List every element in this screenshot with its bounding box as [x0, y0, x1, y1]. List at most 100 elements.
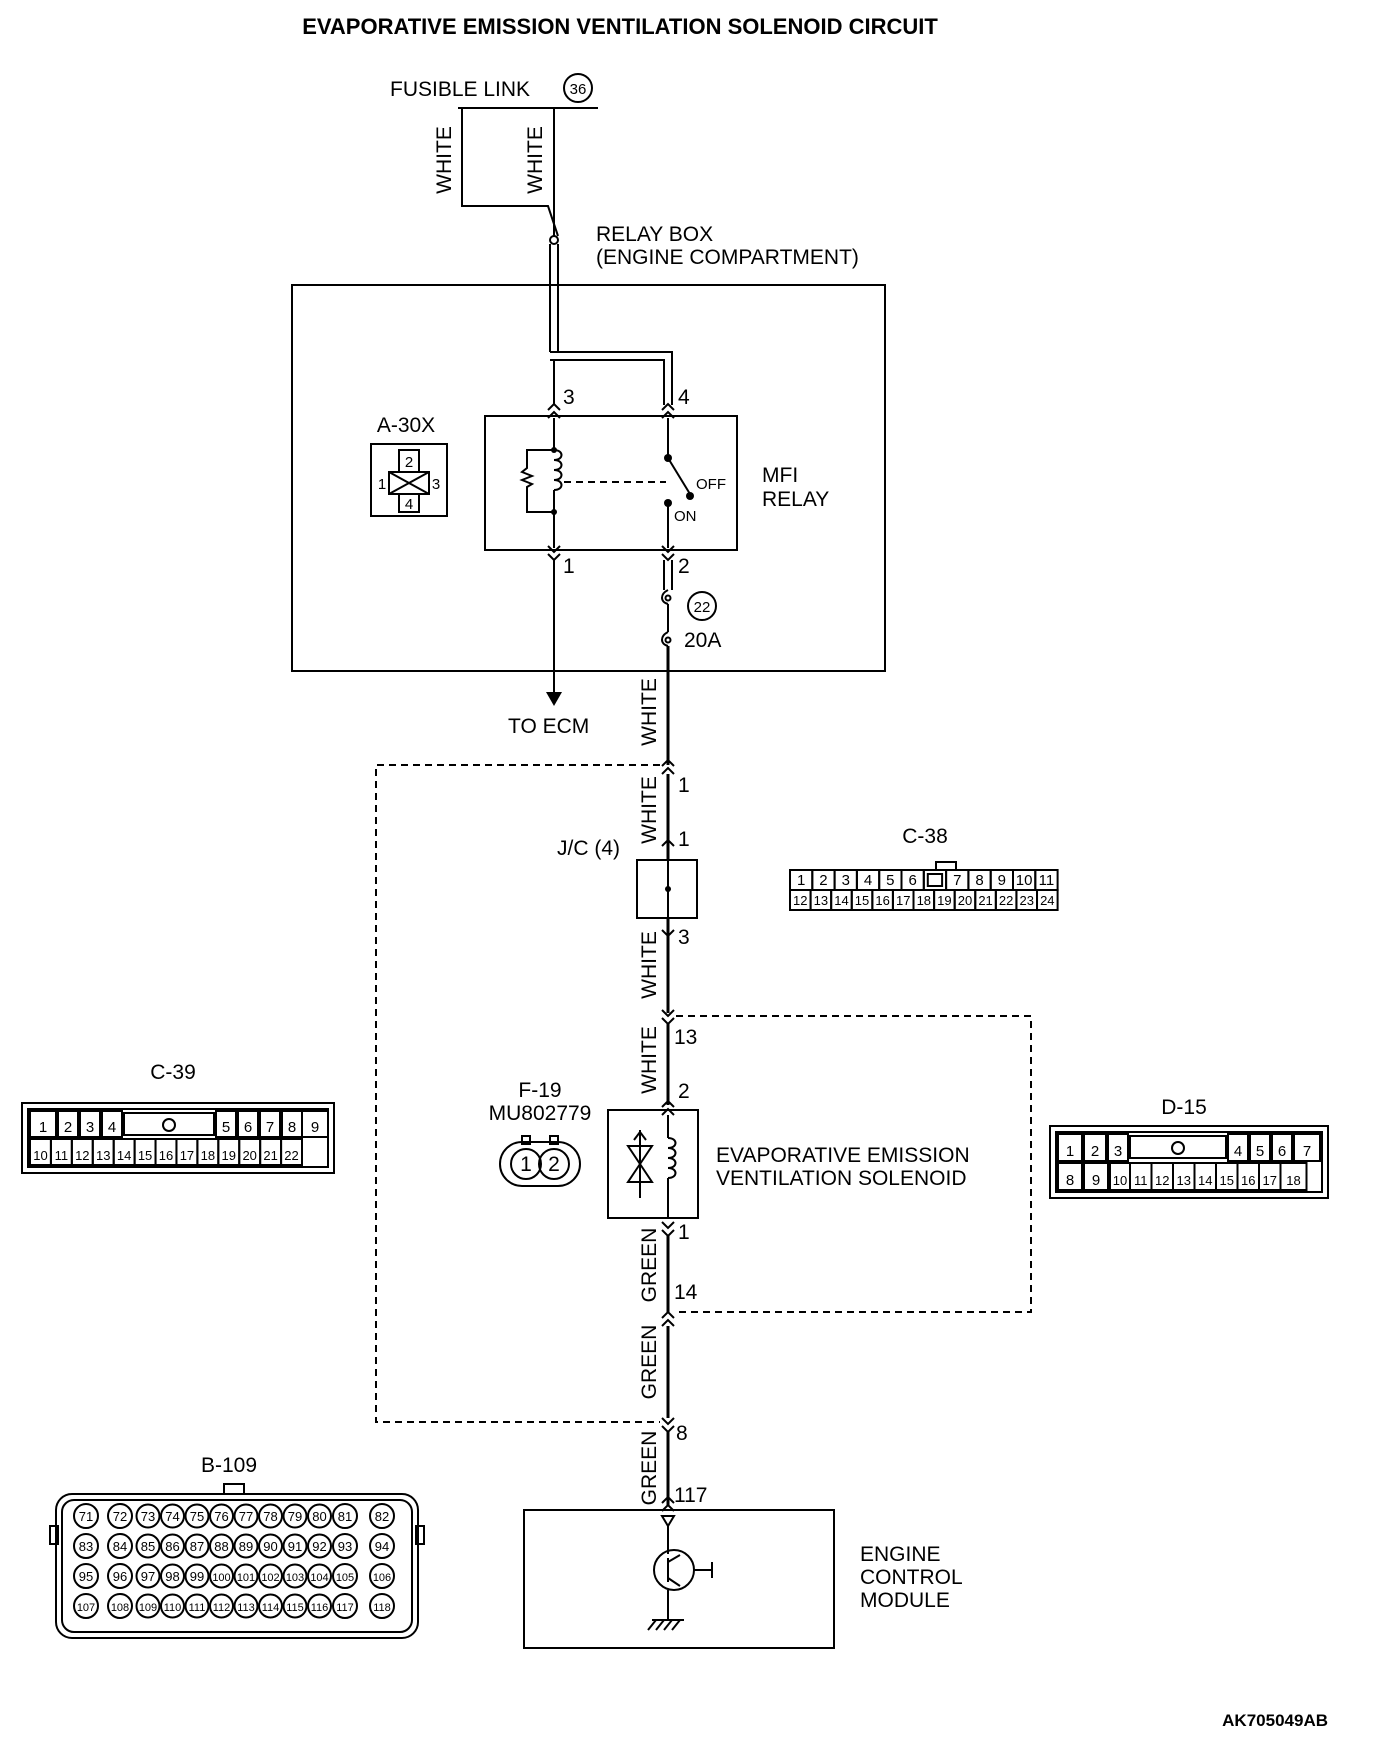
wire-color-white-4: WHITE: [638, 776, 661, 844]
connector-a30x-label: A-30X: [377, 414, 435, 437]
jc-label: J/C (4): [557, 837, 620, 860]
f19-pin-2: 2: [548, 1153, 560, 1176]
b109-latch: [223, 1483, 245, 1495]
b109-pin-101-circle: [233, 1563, 259, 1589]
c38-pin-24-cell: [1036, 889, 1059, 911]
b109-pin-94: 94: [375, 1539, 389, 1554]
relay-switch-blade: [667, 457, 691, 495]
relay-pin2-connector: [661, 545, 675, 562]
fuse-number-circle: [687, 591, 717, 621]
d15-pin14-connector: [661, 1310, 675, 1327]
c39-pin-15: 15: [138, 1148, 152, 1163]
splice-point-top: [549, 235, 559, 245]
pin-c38-1: 1: [678, 774, 690, 797]
b109-pin-71-circle: [73, 1503, 99, 1529]
b109-pin-98: 98: [165, 1569, 179, 1584]
b109-pin-74: 74: [165, 1509, 179, 1524]
relay-box-label-1: RELAY BOX: [596, 223, 713, 246]
connector-f19-part: MU802779: [489, 1102, 592, 1125]
c38-pin-10: 10: [1016, 872, 1033, 889]
b109-pin-105-circle: [332, 1563, 358, 1589]
b109-pin-73-circle: [135, 1503, 161, 1529]
d15-pin-3-cell: [1107, 1133, 1129, 1162]
fusible-link-number-circle: [563, 73, 593, 103]
figure-code: AK705049AB: [1222, 1711, 1328, 1730]
fuse-symbol-bottom: [661, 631, 669, 647]
ecm-label-1: ENGINE: [860, 1543, 941, 1566]
pin-d15-13: 13: [674, 1026, 697, 1049]
c38-pin-16: 16: [875, 893, 889, 908]
c39-pin-10: 10: [33, 1148, 47, 1163]
b109-pin-77: 77: [239, 1509, 253, 1524]
d15-pin-4-cell: [1227, 1133, 1249, 1162]
wire-color-white-2: WHITE: [524, 126, 547, 194]
solenoid-pin1-connector: [661, 1221, 675, 1238]
b109-pin-79-circle: [282, 1503, 308, 1529]
c38-pin-11: 11: [1039, 872, 1055, 889]
c39-pin-6-cell: [237, 1110, 259, 1138]
b109-pin-87-circle: [184, 1533, 210, 1559]
b109-pin-75: 75: [190, 1509, 204, 1524]
b109-pin-97: 97: [141, 1569, 155, 1584]
b109-pin-80: 80: [312, 1509, 326, 1524]
b109-pin-103: 103: [286, 1572, 304, 1584]
d15-pin-11: 11: [1134, 1173, 1148, 1188]
connector-d15-label: D-15: [1161, 1096, 1207, 1119]
d15-pin-12: 12: [1155, 1173, 1169, 1188]
b109-pin-104-circle: [307, 1563, 332, 1589]
c39-pin-21: 21: [263, 1148, 277, 1163]
fuse-lead-top: [663, 560, 673, 590]
c39-pin-9-cell: [301, 1110, 329, 1138]
c39-pin-3-cell: [79, 1110, 101, 1138]
d15-pin-1: 1: [1066, 1143, 1074, 1160]
b109-pin-77-circle: [233, 1503, 259, 1529]
connector-c39-label: C-39: [150, 1061, 196, 1084]
a30x-pin-2: 2: [405, 454, 413, 471]
wire-color-white-6: WHITE: [638, 1026, 661, 1094]
b109-pin-118-circle: [369, 1593, 395, 1619]
c38-pin-20: 20: [958, 893, 972, 908]
d15-pin-15: 15: [1220, 1173, 1234, 1188]
fusible-link-label: FUSIBLE LINK: [390, 78, 530, 101]
wire-color-green-1: GREEN: [638, 1228, 661, 1303]
b109-pin-91: 91: [288, 1539, 302, 1554]
relay-pin3-connector: [547, 402, 561, 419]
c39-pin-4-cell: [101, 1110, 123, 1138]
b109-pin-113-circle: [233, 1593, 259, 1619]
b109-pin-74-circle: [160, 1503, 185, 1529]
relay-pin-4: 4: [678, 386, 690, 409]
valve-symbol: [626, 1145, 654, 1183]
f19-latch-left: [521, 1135, 531, 1145]
b109-pin-75-circle: [184, 1503, 210, 1529]
b109-pin-110-circle: [160, 1593, 185, 1619]
relay-pin-1: 1: [563, 555, 575, 578]
c39-pin-17: 17: [180, 1148, 194, 1163]
b109-pin-100-circle: [209, 1563, 234, 1589]
b109-pin-86: 86: [165, 1539, 179, 1554]
d15-pin-18: 18: [1286, 1173, 1300, 1188]
ecm-input-marker: [660, 1515, 676, 1528]
b109-pin-103-circle: [282, 1563, 308, 1589]
relay-pin-3: 3: [563, 386, 575, 409]
a30x-pin-3: 3: [432, 476, 440, 493]
b109-pin-107: 107: [77, 1602, 95, 1614]
b109-pin-83-circle: [73, 1533, 99, 1559]
d15-harness-dashed-outline: [676, 1015, 1032, 1313]
b109-pin-89-circle: [233, 1533, 259, 1559]
b109-pin-89: 89: [239, 1539, 253, 1554]
c38-pin-6: 6: [908, 872, 916, 889]
b109-pin-112-circle: [209, 1593, 234, 1619]
b109-pin-118: 118: [373, 1602, 391, 1614]
c39-pin-11: 11: [55, 1148, 69, 1163]
relay-off-label: OFF: [696, 476, 726, 493]
c39-pin-9: 9: [311, 1119, 319, 1136]
d15-key-hole: [1171, 1141, 1185, 1155]
fusible-link-number: 36: [570, 81, 587, 98]
b109-pin-104: 104: [310, 1572, 328, 1584]
b109-pin-91-circle: [282, 1533, 308, 1559]
connector-b109-label: B-109: [201, 1454, 257, 1477]
d15-pin-1-cell: [1057, 1133, 1083, 1162]
to-ecm-label: TO ECM: [508, 715, 589, 738]
ecm-label-2: CONTROL: [860, 1566, 963, 1589]
d15-pin-18-cell: [1279, 1162, 1308, 1191]
